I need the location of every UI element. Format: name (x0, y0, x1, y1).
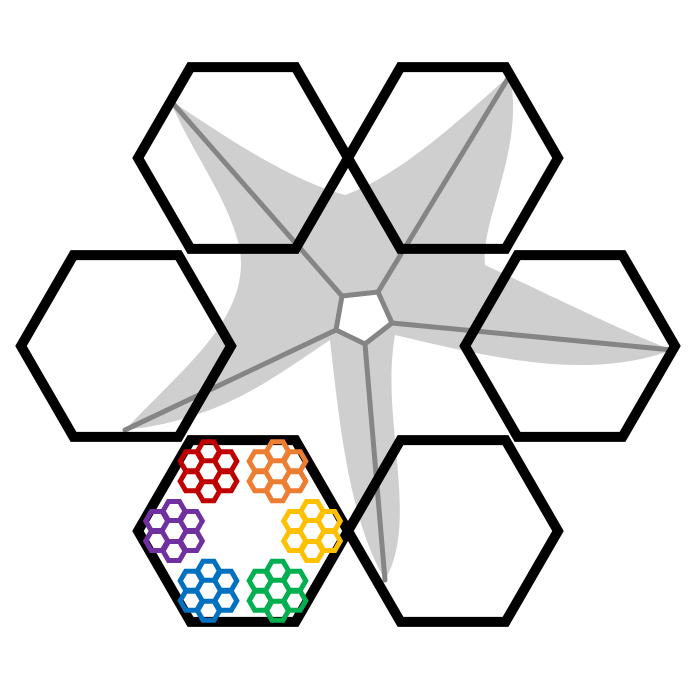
hexagon-outlines (15, 62, 681, 627)
rosette-cell (177, 509, 206, 533)
rosette-cell (280, 449, 309, 474)
rosette-cell (315, 509, 344, 533)
center-pentagon (333, 289, 396, 347)
hexagon-outline (342, 62, 564, 254)
hexagon-outline (459, 250, 681, 442)
hexagon-outline (15, 250, 237, 442)
rosette-cell (211, 568, 240, 593)
star-arm-line (167, 97, 345, 299)
star-arm-line (389, 320, 675, 353)
star-arm-line (375, 72, 513, 295)
colored-rosettes (142, 439, 344, 623)
rosette-cell (280, 568, 309, 593)
hexagon-outline (132, 435, 354, 627)
rosette-purple (142, 499, 206, 563)
star-arm-line (122, 327, 339, 433)
rosette-cell (211, 449, 240, 474)
rosette-orange (246, 439, 309, 504)
rosette-yellow (280, 499, 344, 563)
rosette-red (177, 439, 240, 504)
star-arm-lines (122, 72, 675, 583)
star-arm-line (362, 341, 388, 583)
hexagon-fill (143, 444, 343, 618)
rosette-blue (177, 558, 240, 623)
rosette-green (246, 558, 309, 623)
hexagon-outline (132, 62, 354, 254)
